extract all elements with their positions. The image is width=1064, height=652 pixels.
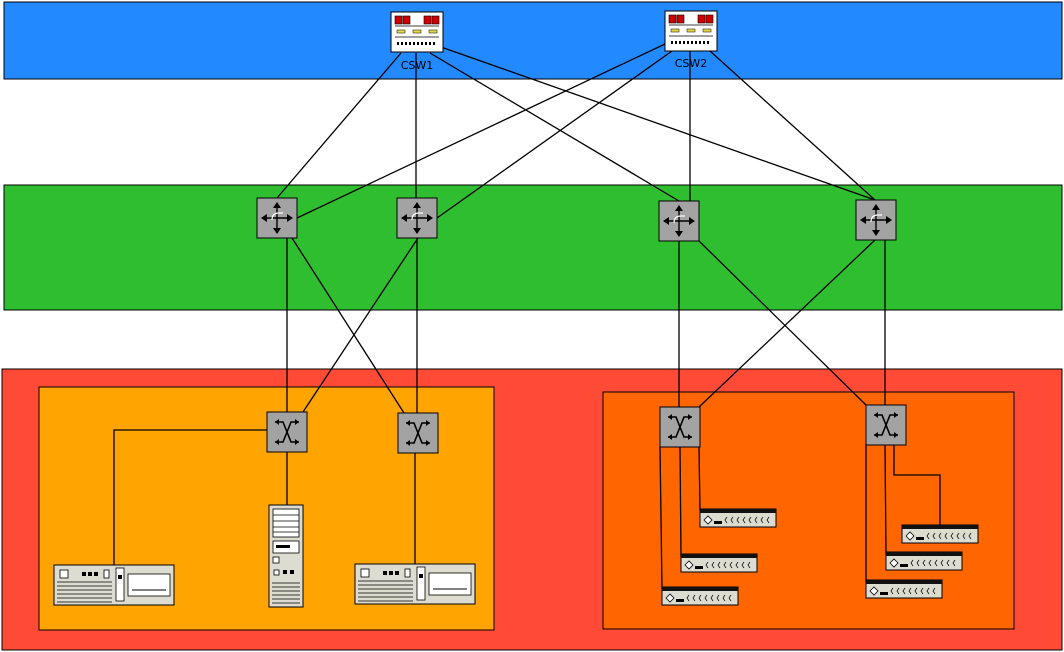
- core-switch-label: CSW2: [675, 57, 708, 70]
- core-switch-icon: [664, 10, 718, 52]
- link: [296, 43, 666, 219]
- rack-unit-icon: [661, 586, 739, 606]
- core-switch-icon: [390, 11, 444, 53]
- link: [698, 239, 876, 408]
- link: [893, 445, 941, 526]
- core-switch-csw2: CSW2: [664, 10, 718, 70]
- link: [436, 50, 673, 219]
- core-switch-label: CSW1: [401, 59, 434, 72]
- switch-icon: [865, 404, 907, 446]
- link: [113, 429, 267, 566]
- link: [698, 240, 867, 406]
- switch-icon: [397, 412, 439, 454]
- link: [698, 446, 701, 512]
- router-icon: [256, 197, 298, 239]
- rack-unit-icon: [699, 508, 777, 528]
- network-links: [113, 43, 941, 590]
- link: [679, 446, 682, 557]
- rack-unit-icon: [680, 553, 758, 573]
- link: [429, 52, 680, 202]
- distribution-layer-band: [3, 184, 1063, 311]
- router-icon: [855, 199, 897, 241]
- core-switch-csw1: CSW1: [390, 11, 444, 72]
- link: [291, 237, 405, 414]
- rack-unit-icon: [885, 551, 963, 571]
- link: [440, 46, 876, 201]
- link: [276, 52, 402, 199]
- rack-unit-icon: [865, 579, 943, 599]
- switch-icon: [266, 411, 308, 453]
- desktop-server-icon: [354, 563, 476, 605]
- switch-icon: [659, 406, 701, 448]
- rack-unit-icon: [901, 524, 979, 544]
- link: [659, 446, 663, 590]
- link: [302, 237, 419, 413]
- link: [884, 444, 887, 555]
- router-icon: [396, 197, 438, 239]
- core-layer-band: [3, 1, 1063, 80]
- tower-server-icon: [268, 504, 304, 608]
- router-icon: [658, 200, 700, 242]
- link: [709, 50, 876, 201]
- desktop-server-icon: [53, 564, 175, 606]
